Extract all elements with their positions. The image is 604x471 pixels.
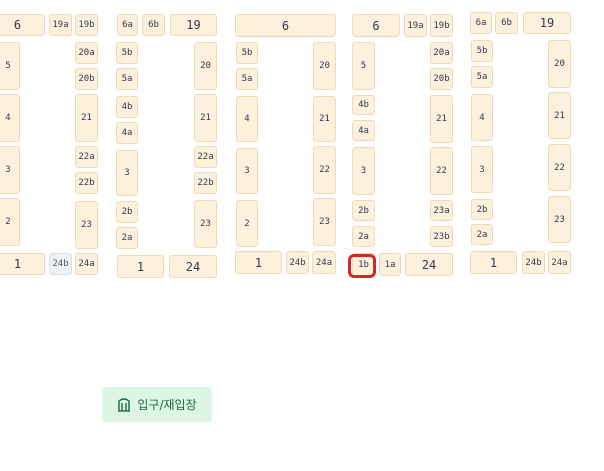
seat-23[interactable]: 23: [548, 196, 571, 243]
seat-20b[interactable]: 20b: [430, 68, 453, 90]
seat-19b[interactable]: 19b: [430, 14, 453, 37]
seat-21[interactable]: 21: [313, 96, 336, 142]
seat-3[interactable]: 3: [236, 148, 258, 194]
seat-21[interactable]: 21: [75, 94, 98, 142]
seat-2[interactable]: 2: [0, 198, 20, 246]
seat-5b[interactable]: 5b: [116, 42, 138, 64]
seat-19[interactable]: 19: [170, 14, 217, 36]
seat-20[interactable]: 20: [194, 42, 217, 90]
seat-6a[interactable]: 6a: [470, 12, 492, 34]
seat-4a[interactable]: 4a: [116, 122, 138, 144]
seat-4b[interactable]: 4b: [352, 95, 375, 115]
seat-2b[interactable]: 2b: [471, 199, 493, 220]
seat-24a[interactable]: 24a: [548, 251, 571, 274]
seat-22[interactable]: 22: [430, 147, 453, 195]
seat-4a[interactable]: 4a: [352, 120, 375, 141]
seat-23b[interactable]: 23b: [430, 226, 453, 247]
seat-24[interactable]: 24: [405, 253, 453, 276]
seat-20b[interactable]: 20b: [75, 68, 98, 90]
seat-5a[interactable]: 5a: [471, 66, 493, 88]
seat-24b[interactable]: 24b: [286, 251, 309, 274]
seat-1a[interactable]: 1a: [379, 253, 401, 276]
seat-2b[interactable]: 2b: [352, 200, 375, 221]
seat-24a[interactable]: 24a: [312, 251, 336, 274]
seat-22a[interactable]: 22a: [75, 146, 98, 168]
seat-1b[interactable]: 1b: [352, 253, 375, 276]
seat-20a[interactable]: 20a: [75, 42, 98, 64]
seat-5[interactable]: 5: [352, 42, 375, 90]
seat-2a[interactable]: 2a: [352, 226, 375, 247]
seat-23[interactable]: 23: [313, 198, 336, 246]
seat-20a[interactable]: 20a: [430, 42, 453, 64]
seat-24b[interactable]: 24b: [49, 253, 72, 275]
seat-1[interactable]: 1: [470, 251, 517, 274]
seat-1[interactable]: 1: [0, 253, 45, 275]
seat-19[interactable]: 19: [523, 12, 571, 34]
seat-21[interactable]: 21: [548, 92, 571, 139]
seat-4b[interactable]: 4b: [116, 96, 138, 118]
entry-reentry-button[interactable]: 입구/재입장: [102, 387, 212, 422]
seat-3[interactable]: 3: [0, 146, 20, 194]
seat-19b[interactable]: 19b: [75, 14, 98, 36]
gate-icon: [117, 397, 131, 412]
seat-23[interactable]: 23: [75, 201, 98, 249]
seat-22b[interactable]: 22b: [194, 172, 217, 194]
seat-19a[interactable]: 19a: [49, 14, 72, 36]
seat-4[interactable]: 4: [0, 94, 20, 142]
seat-22a[interactable]: 22a: [194, 146, 217, 168]
seat-1[interactable]: 1: [117, 255, 164, 278]
seat-21[interactable]: 21: [430, 95, 453, 143]
seat-24[interactable]: 24: [169, 255, 217, 278]
seat-24b[interactable]: 24b: [522, 251, 545, 274]
seat-20[interactable]: 20: [313, 42, 336, 90]
entry-label: 입구/재입장: [137, 398, 197, 412]
seat-2a[interactable]: 2a: [471, 224, 493, 245]
seat-6[interactable]: 6: [352, 14, 400, 37]
seat-5b[interactable]: 5b: [236, 42, 258, 64]
seat-6a[interactable]: 6a: [117, 14, 138, 36]
seat-23[interactable]: 23: [194, 200, 217, 248]
seat-5a[interactable]: 5a: [116, 68, 138, 90]
seat-22[interactable]: 22: [548, 144, 571, 191]
seat-23a[interactable]: 23a: [430, 200, 453, 221]
seat-6[interactable]: 6: [0, 14, 45, 36]
seat-2b[interactable]: 2b: [116, 201, 138, 223]
seat-6b[interactable]: 6b: [495, 12, 518, 34]
seat-20[interactable]: 20: [548, 40, 571, 88]
seat-5[interactable]: 5: [0, 42, 20, 90]
seat-5b[interactable]: 5b: [471, 40, 493, 62]
seat-6b[interactable]: 6b: [142, 14, 165, 36]
seat-19a[interactable]: 19a: [404, 14, 427, 37]
seat-3[interactable]: 3: [471, 146, 493, 193]
seat-4[interactable]: 4: [471, 94, 493, 141]
seat-4[interactable]: 4: [236, 96, 258, 142]
seat-3[interactable]: 3: [116, 150, 138, 196]
seat-1[interactable]: 1: [235, 251, 282, 274]
seat-21[interactable]: 21: [194, 94, 217, 142]
seat-6[interactable]: 6: [235, 14, 336, 37]
seat-3[interactable]: 3: [352, 147, 375, 195]
seat-2[interactable]: 2: [236, 200, 258, 247]
seat-2a[interactable]: 2a: [116, 227, 138, 249]
seat-22[interactable]: 22: [313, 146, 336, 194]
seat-22b[interactable]: 22b: [75, 172, 98, 194]
seat-24a[interactable]: 24a: [75, 253, 98, 275]
seat-5a[interactable]: 5a: [236, 68, 258, 90]
